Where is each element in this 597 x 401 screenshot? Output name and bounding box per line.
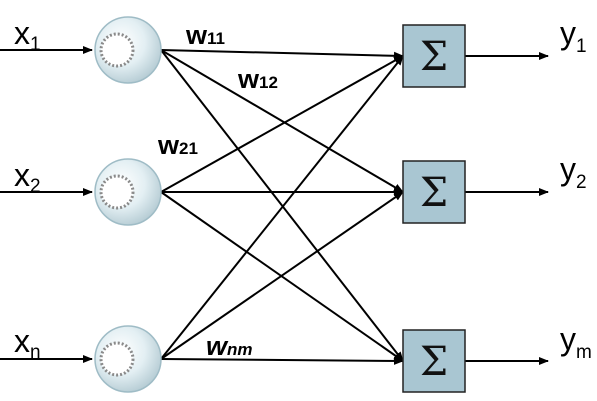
input-label-n: xn bbox=[14, 323, 41, 363]
input-neuron-1 bbox=[94, 16, 162, 84]
sigma-icon: Σ bbox=[420, 34, 448, 80]
weight-edge-1-3 bbox=[160, 49, 404, 362]
sum-node-m: Σ bbox=[402, 329, 466, 393]
sum-node-1: Σ bbox=[402, 24, 466, 88]
weight-edge-3-3 bbox=[160, 356, 404, 365]
input-neuron-n bbox=[94, 325, 162, 393]
sum-node-2: Σ bbox=[402, 160, 466, 224]
neuron-circle-icon bbox=[99, 341, 135, 377]
weight-edge-3-1 bbox=[160, 55, 404, 360]
input-neuron-2 bbox=[94, 158, 162, 226]
weight-label-w12: w12 bbox=[237, 64, 278, 94]
sigma-icon: Σ bbox=[420, 170, 448, 216]
output-label-1: y1 bbox=[560, 15, 587, 57]
weight-edge-3-2 bbox=[160, 191, 404, 360]
sigma-icon: Σ bbox=[420, 339, 448, 385]
output-label-2: y2 bbox=[560, 151, 587, 193]
weight-edge-2-1 bbox=[160, 55, 404, 193]
output-label-m: ym bbox=[560, 321, 592, 363]
weight-edge-1-1 bbox=[160, 49, 404, 60]
weight-edge-1-2 bbox=[160, 49, 404, 193]
weight-connections bbox=[0, 46, 549, 365]
input-label-1: x1 bbox=[14, 15, 41, 55]
weight-label-w21: w21 bbox=[157, 130, 198, 160]
weight-label-wnm: wnm bbox=[206, 331, 253, 361]
input-label-2: x2 bbox=[14, 157, 41, 197]
neuron-circle-icon bbox=[99, 174, 135, 210]
neuron-circle-icon bbox=[99, 32, 135, 68]
weight-label-w11: w11 bbox=[185, 20, 225, 50]
